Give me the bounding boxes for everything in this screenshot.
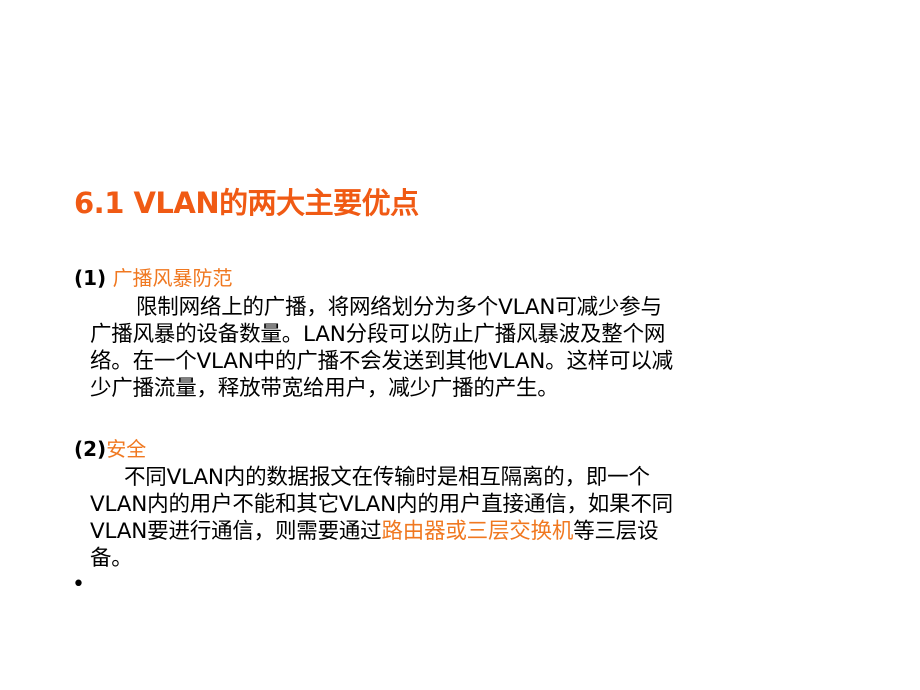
body-line: 不同VLAN内的数据报文在传输时是相互隔离的，即一个: [124, 465, 650, 490]
section-label: 广播风暴防范: [112, 266, 233, 290]
body-line: 少广播流量，释放带宽给用户，减少广播的产生。: [90, 376, 559, 401]
section-body-broadcast: 限制网络上的广播，将网络划分为多个VLAN可减少参与 广播风暴的设备数量。LAN…: [90, 294, 842, 402]
body-line: 限制网络上的广播，将网络划分为多个VLAN可减少参与: [136, 295, 662, 320]
body-line: VLAN内的用户不能和其它VLAN内的用户直接通信，如果不同: [90, 492, 673, 517]
body-line: 备。: [90, 546, 133, 571]
body-line: VLAN要进行通信，则需要通过: [90, 519, 382, 544]
body-line: 络。在一个VLAN中的广播不会发送到其他VLAN。这样可以减: [90, 349, 673, 374]
highlight-text: 路由器或三层交换机: [381, 519, 574, 544]
section-body-security: 不同VLAN内的数据报文在传输时是相互隔离的，即一个 VLAN内的用户不能和其它…: [90, 464, 842, 572]
body-line: 等三层设: [573, 519, 659, 544]
body-line: 广播风暴的设备数量。LAN分段可以防止广播风暴波及整个网: [90, 322, 666, 347]
section-number: (1): [74, 266, 107, 290]
section-heading-broadcast: (1) 广播风暴防范: [74, 262, 233, 291]
section-number: (2): [74, 437, 107, 461]
slide-title: 6.1 VLAN的两大主要优点: [74, 186, 419, 220]
bullet-point: •: [72, 572, 85, 597]
section-label: 安全: [106, 437, 147, 461]
section-heading-security: (2)安全: [74, 433, 146, 462]
